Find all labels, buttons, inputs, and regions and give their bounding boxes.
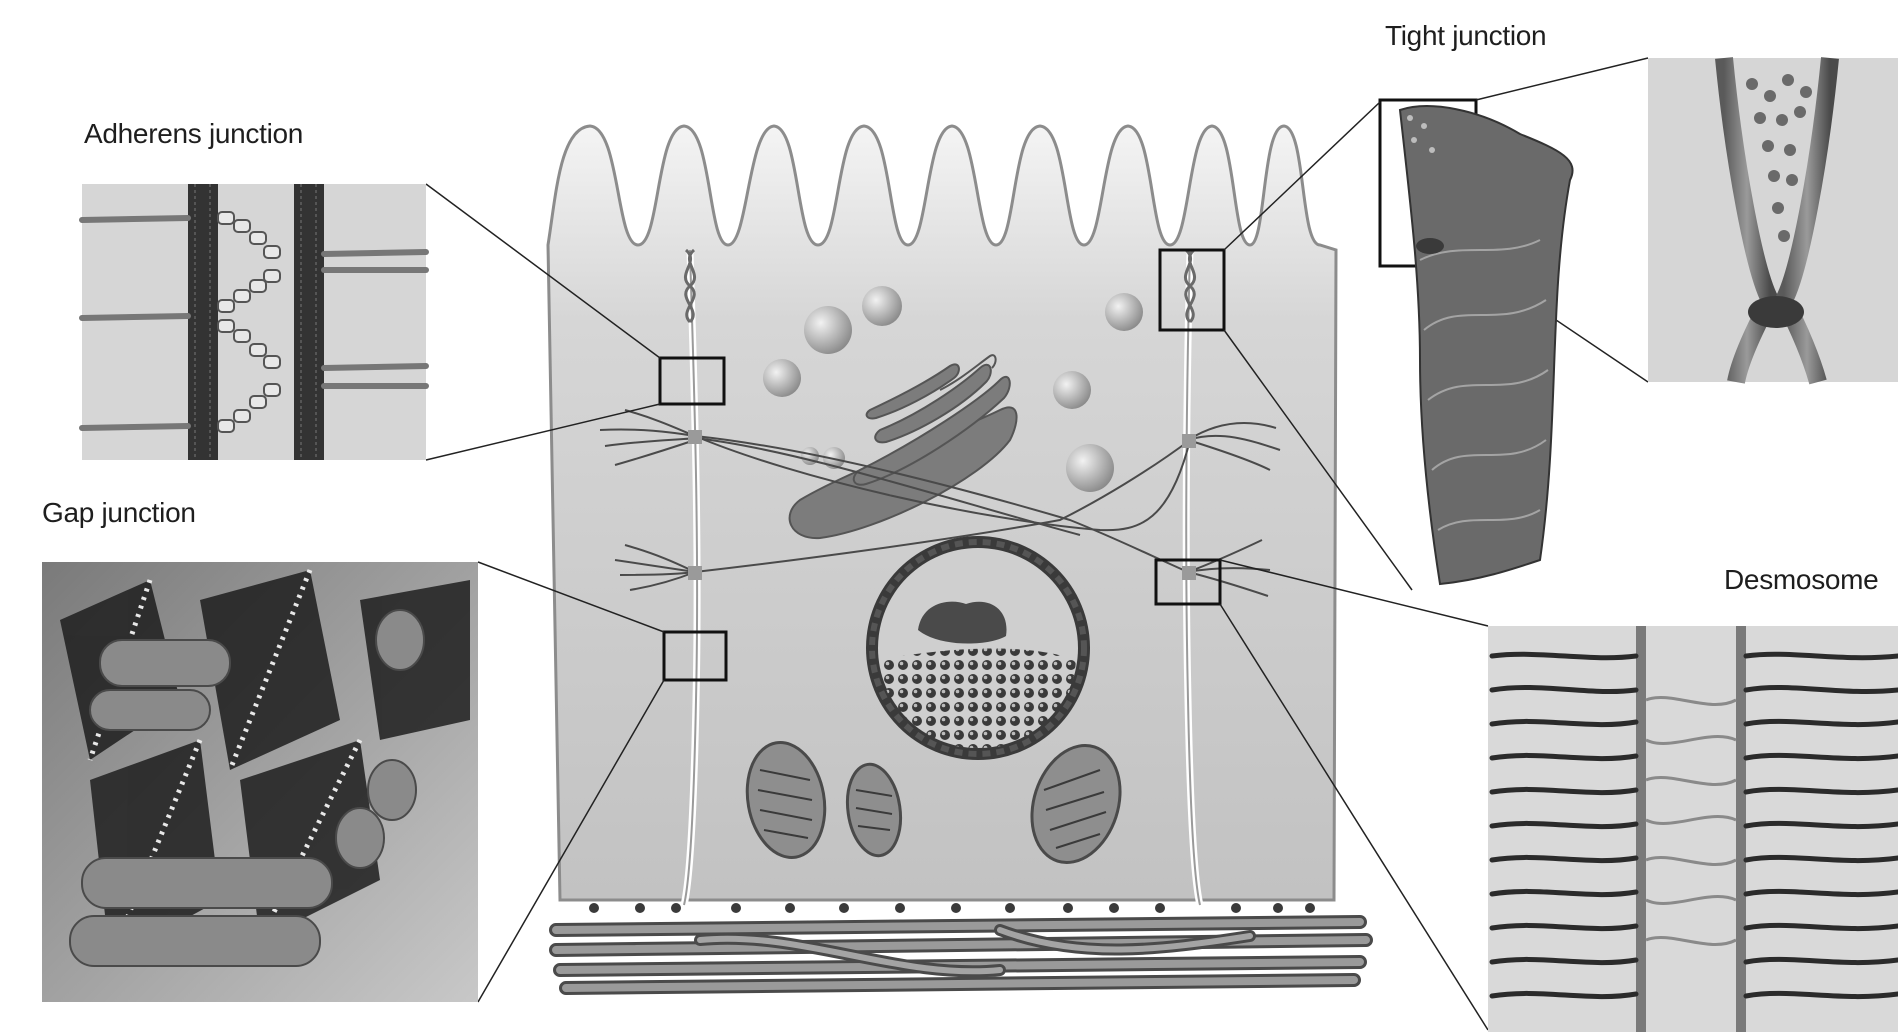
epithelial-cell — [548, 126, 1366, 988]
nucleus — [866, 536, 1090, 760]
desmosome-inset — [1488, 626, 1898, 1032]
adherens-junction-inset — [82, 184, 426, 460]
tight-junction-inset — [1648, 58, 1898, 382]
tight-junction-membrane-strip — [1400, 106, 1573, 584]
basement-membrane-fibers — [556, 922, 1366, 988]
nucleolus — [918, 602, 1007, 644]
cell-body — [548, 126, 1336, 900]
hemidesmosomes — [589, 903, 1315, 913]
gap-junction-inset — [42, 562, 478, 1002]
